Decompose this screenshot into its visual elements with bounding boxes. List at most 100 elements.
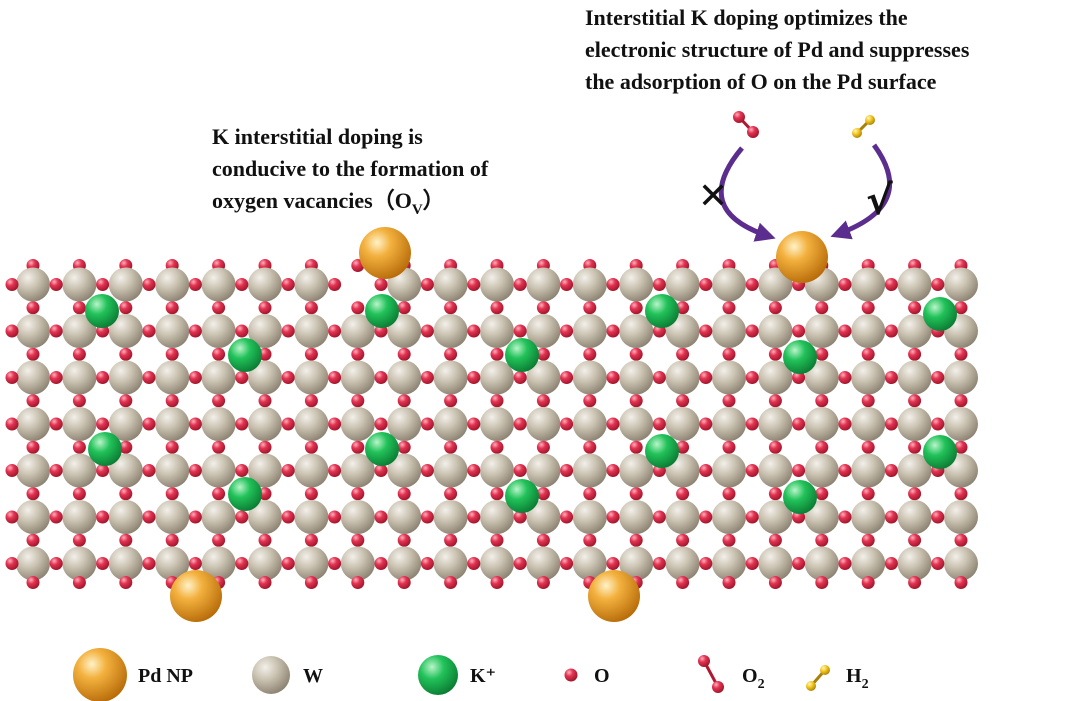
oxygen-atom	[931, 557, 945, 570]
oxygen-atom	[513, 324, 527, 338]
tungsten-atom	[619, 360, 654, 395]
tungsten-atom	[944, 360, 978, 395]
oxygen-atom	[397, 440, 411, 454]
oxygen-atom	[676, 347, 690, 361]
oxygen-atom	[884, 417, 898, 431]
tungsten-atom	[16, 314, 50, 348]
oxygen-atom	[49, 371, 63, 384]
allowed-h2-arrow	[830, 143, 893, 240]
tungsten-atom	[897, 314, 932, 348]
vacancy-caption-line: conducive to the formation of	[212, 156, 489, 181]
oxygen-atom	[838, 557, 852, 570]
tungsten-atom	[62, 267, 97, 302]
tungsten-atom	[665, 267, 700, 302]
oxygen-atom	[536, 533, 550, 547]
oxygen-atom	[72, 576, 86, 589]
oxygen-atom	[165, 394, 179, 408]
tungsten-atom	[294, 500, 329, 534]
tungsten-atom	[294, 453, 329, 488]
oxygen-atom	[490, 440, 504, 454]
tungsten-atom	[387, 453, 422, 488]
tungsten-atom	[480, 267, 514, 302]
tungsten-atom	[108, 407, 143, 441]
oxygen-atom	[5, 324, 19, 338]
tungsten-atom	[665, 407, 700, 441]
oxygen-atom	[351, 347, 365, 361]
tungsten-atom	[804, 314, 839, 348]
tungsten-atom	[944, 500, 978, 534]
oxygen-atom	[712, 681, 724, 693]
tungsten-atom	[944, 267, 978, 302]
tungsten-atom	[526, 546, 561, 581]
adsorption-cycle: ✕ √	[698, 111, 893, 242]
oxygen-atom	[583, 440, 597, 454]
red-dot-icon	[564, 668, 578, 682]
oxygen-atom	[72, 440, 86, 454]
oxygen-atom	[96, 464, 110, 477]
oxygen-atom	[212, 440, 226, 454]
oxygen-atom	[838, 464, 852, 477]
oxygen-atom	[328, 510, 342, 524]
oxygen-atom	[5, 417, 19, 431]
oxygen-atom	[676, 301, 690, 315]
tungsten-atom	[340, 360, 375, 395]
tungsten-atom	[62, 360, 97, 395]
oxygen-atom	[815, 301, 829, 315]
oxygen-atom	[281, 510, 295, 524]
potassium-ion	[923, 297, 957, 331]
oxygen-atom	[72, 301, 86, 315]
tungsten-atom	[387, 407, 422, 441]
oxygen-atom	[861, 487, 875, 501]
oxygen-atom	[815, 533, 829, 547]
oxygen-atom	[699, 371, 713, 384]
tungsten-atom	[248, 453, 282, 488]
oxygen-atom	[304, 487, 318, 501]
oxygen-atom	[722, 533, 736, 547]
pd-caption-line: the adsorption of O on the Pd surface	[585, 69, 937, 94]
tungsten-atom	[387, 314, 422, 348]
oxygen-atom	[5, 510, 19, 524]
tungsten-atom	[480, 546, 514, 581]
tungsten-atom	[108, 500, 143, 534]
oxygen-atom	[26, 487, 40, 501]
tungsten-atom	[433, 546, 468, 581]
tungsten-atom	[619, 500, 654, 534]
oxygen-atom	[304, 394, 318, 408]
tungsten-atom	[433, 360, 468, 395]
tungsten-atom	[340, 407, 375, 441]
tungsten-atom	[851, 360, 886, 395]
oxygen-atom	[884, 557, 898, 570]
oxygen-atom	[583, 394, 597, 408]
oxygen-atom	[188, 371, 202, 384]
oxygen-atom	[768, 301, 782, 315]
tungsten-atom	[619, 267, 654, 302]
oxygen-atom	[629, 440, 643, 454]
oxygen-atom	[49, 278, 63, 291]
potassium-ion	[645, 434, 679, 468]
oxygen-atom	[258, 301, 272, 315]
tungsten-atom	[62, 500, 97, 534]
oxygen-atom	[745, 557, 759, 570]
tungsten-atom	[944, 407, 978, 441]
potassium-ion	[505, 479, 539, 513]
oxygen-atom	[931, 278, 945, 291]
tungsten-atom	[155, 360, 190, 395]
oxygen-atom	[444, 487, 458, 501]
tungsten-atom	[201, 546, 236, 581]
oxygen-atom	[490, 347, 504, 361]
tungsten-atom	[712, 546, 746, 581]
tungsten-atom	[248, 267, 282, 302]
tungsten-atom	[340, 500, 375, 534]
oxygen-atom	[374, 464, 388, 477]
oxygen-atom	[490, 394, 504, 408]
oxygen-atom	[304, 301, 318, 315]
oxygen-atom	[908, 487, 922, 501]
oxygen-atom	[745, 464, 759, 477]
oxygen-atom	[328, 371, 342, 384]
pd-nanoparticle	[170, 570, 222, 622]
hydrogen-atom	[852, 128, 862, 138]
oxygen-atom	[652, 557, 666, 570]
tungsten-atom	[155, 453, 190, 488]
oxygen-atom	[815, 394, 829, 408]
oxygen-atom	[235, 464, 249, 477]
